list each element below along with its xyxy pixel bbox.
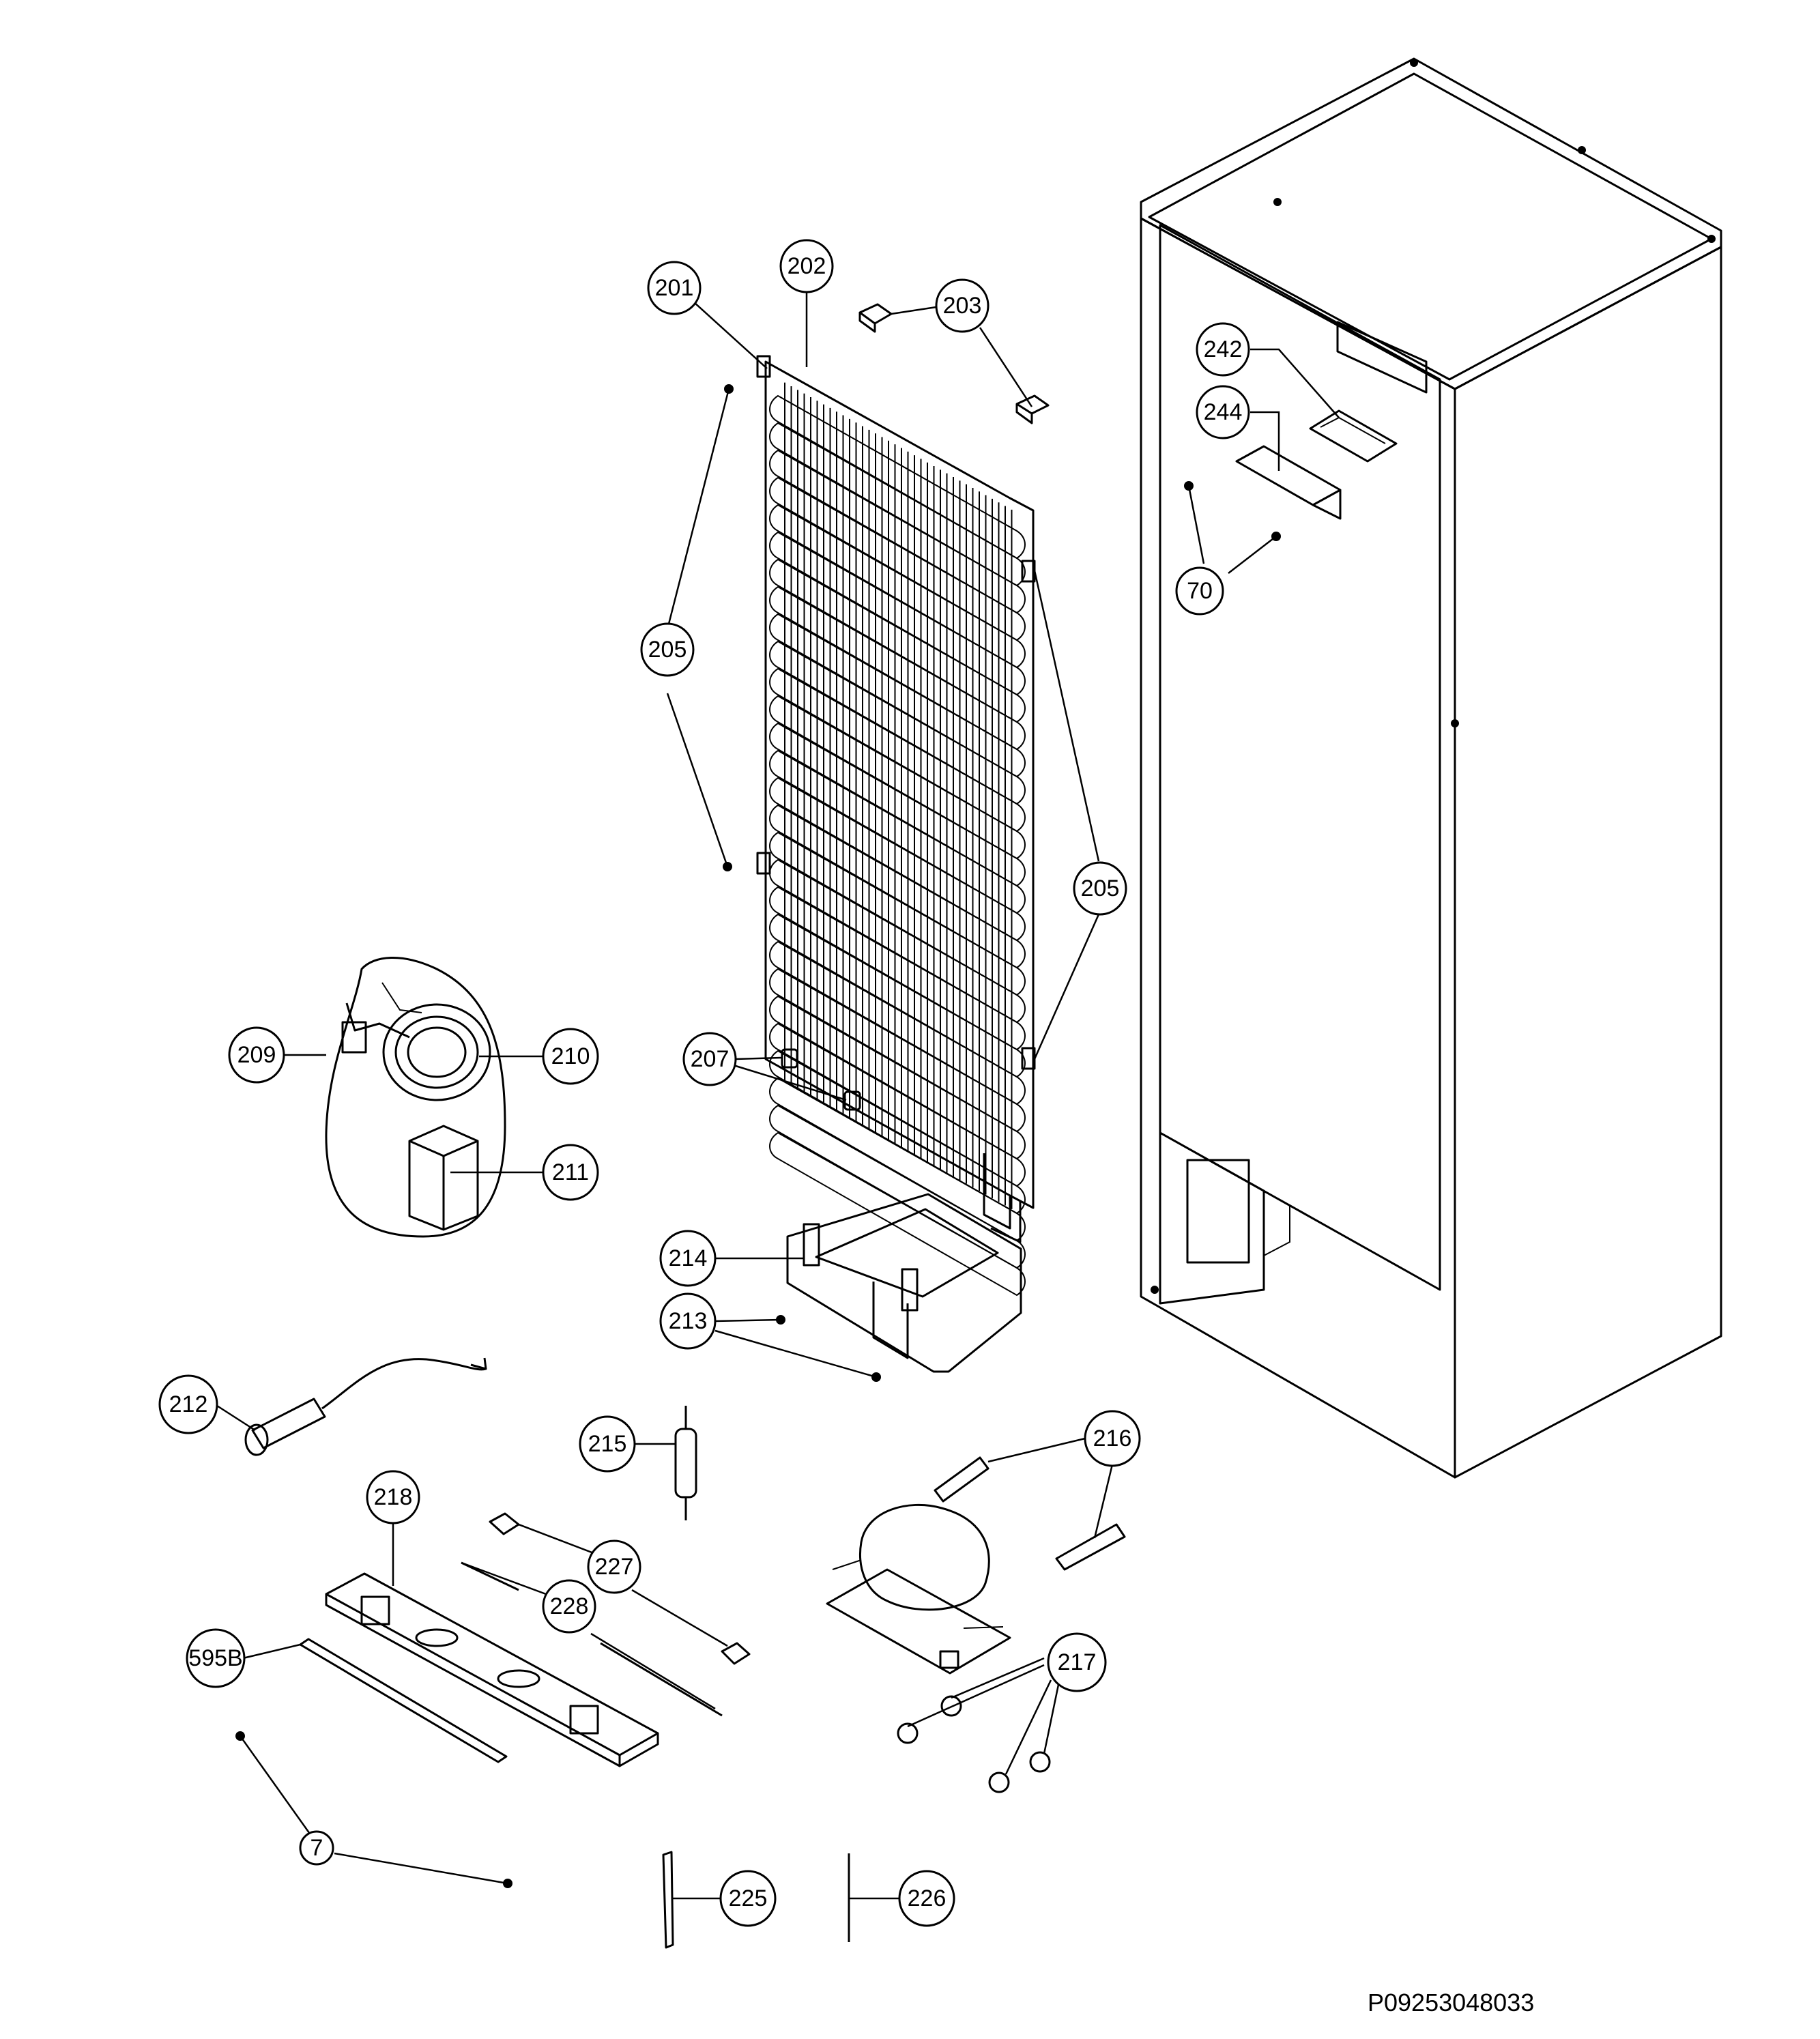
callout-595B: 595B: [186, 1628, 246, 1688]
callout-211: 211: [542, 1144, 599, 1201]
callout-213: 213: [659, 1292, 717, 1350]
callout-label: 215: [588, 1431, 627, 1457]
capacitor-cable: [244, 1357, 487, 1456]
callout-label: 209: [237, 1042, 276, 1068]
callout-label: 210: [551, 1043, 590, 1069]
callout-217: 217: [1047, 1632, 1107, 1692]
callout-225: 225: [719, 1870, 777, 1927]
power-cable-assembly: [325, 957, 506, 1238]
callout-227: 227: [587, 1539, 641, 1594]
tube-228: [461, 1561, 723, 1717]
clip-203a: [858, 303, 893, 333]
callout-215: 215: [579, 1415, 636, 1473]
callout-label: 205: [648, 637, 687, 663]
callout-201: 201: [647, 261, 702, 315]
callout-label: 7: [310, 1835, 323, 1861]
callout-210: 210: [542, 1028, 599, 1085]
callout-218: 218: [366, 1470, 420, 1524]
callout-203: 203: [935, 278, 990, 333]
callout-label: 595B: [188, 1645, 242, 1671]
callout-205: 205: [1073, 861, 1127, 916]
callout-label: 226: [908, 1885, 947, 1911]
leader-lines: [216, 292, 1340, 1900]
callouts: 201 202 203 205 205 242 244 70 209 210 211 207 214 21…: [158, 239, 1250, 1927]
callout-228: 228: [542, 1579, 596, 1634]
callout-label: 225: [729, 1885, 768, 1911]
callout-244: 244: [1196, 385, 1250, 439]
callout-label: 201: [655, 275, 694, 301]
callout-7: 7: [299, 1830, 334, 1866]
callout-label: 214: [669, 1245, 708, 1271]
callout-label: 218: [374, 1484, 413, 1510]
cabinet: [1140, 57, 1722, 1479]
condenser: [723, 355, 1036, 1297]
callout-label: 211: [552, 1159, 589, 1185]
filter-drier: [674, 1406, 697, 1520]
callout-207: 207: [682, 1032, 737, 1086]
callout-214: 214: [659, 1230, 717, 1287]
clip-203b: [1015, 394, 1050, 424]
mounting-plate: [325, 1572, 659, 1767]
tube-216: [934, 1456, 1126, 1571]
callout-label: 217: [1058, 1649, 1097, 1675]
callout-label: 203: [943, 293, 982, 319]
callout-label: 212: [169, 1391, 208, 1417]
callout-label: 227: [595, 1554, 634, 1580]
callout-label: 213: [669, 1308, 708, 1334]
callout-label: 202: [788, 253, 826, 279]
callout-label: 228: [550, 1593, 589, 1619]
rear-bracket: [1184, 445, 1342, 541]
part-225: [662, 1851, 674, 1949]
callout-212: 212: [158, 1374, 218, 1434]
callout-205: 205: [640, 622, 695, 677]
document-id: P09253048033: [1368, 1989, 1535, 2016]
callout-label: 242: [1204, 336, 1243, 362]
callout-226: 226: [898, 1870, 955, 1927]
compressor-box: [408, 1125, 479, 1231]
callout-202: 202: [779, 239, 834, 293]
panel-242: [1309, 409, 1398, 463]
callout-label: 70: [1187, 578, 1213, 604]
callout-242: 242: [1196, 322, 1250, 377]
callout-label: 205: [1081, 876, 1120, 901]
insulation-strip: [299, 1638, 508, 1763]
callout-label: 216: [1093, 1426, 1132, 1451]
callout-209: 209: [228, 1026, 285, 1084]
callout-label: 207: [691, 1046, 730, 1072]
callout-216: 216: [1084, 1410, 1141, 1467]
callout-70: 70: [1175, 566, 1224, 616]
callout-label: 244: [1204, 399, 1243, 425]
compressor: [826, 1503, 1051, 1793]
evaporating-tray: [776, 1193, 1022, 1382]
